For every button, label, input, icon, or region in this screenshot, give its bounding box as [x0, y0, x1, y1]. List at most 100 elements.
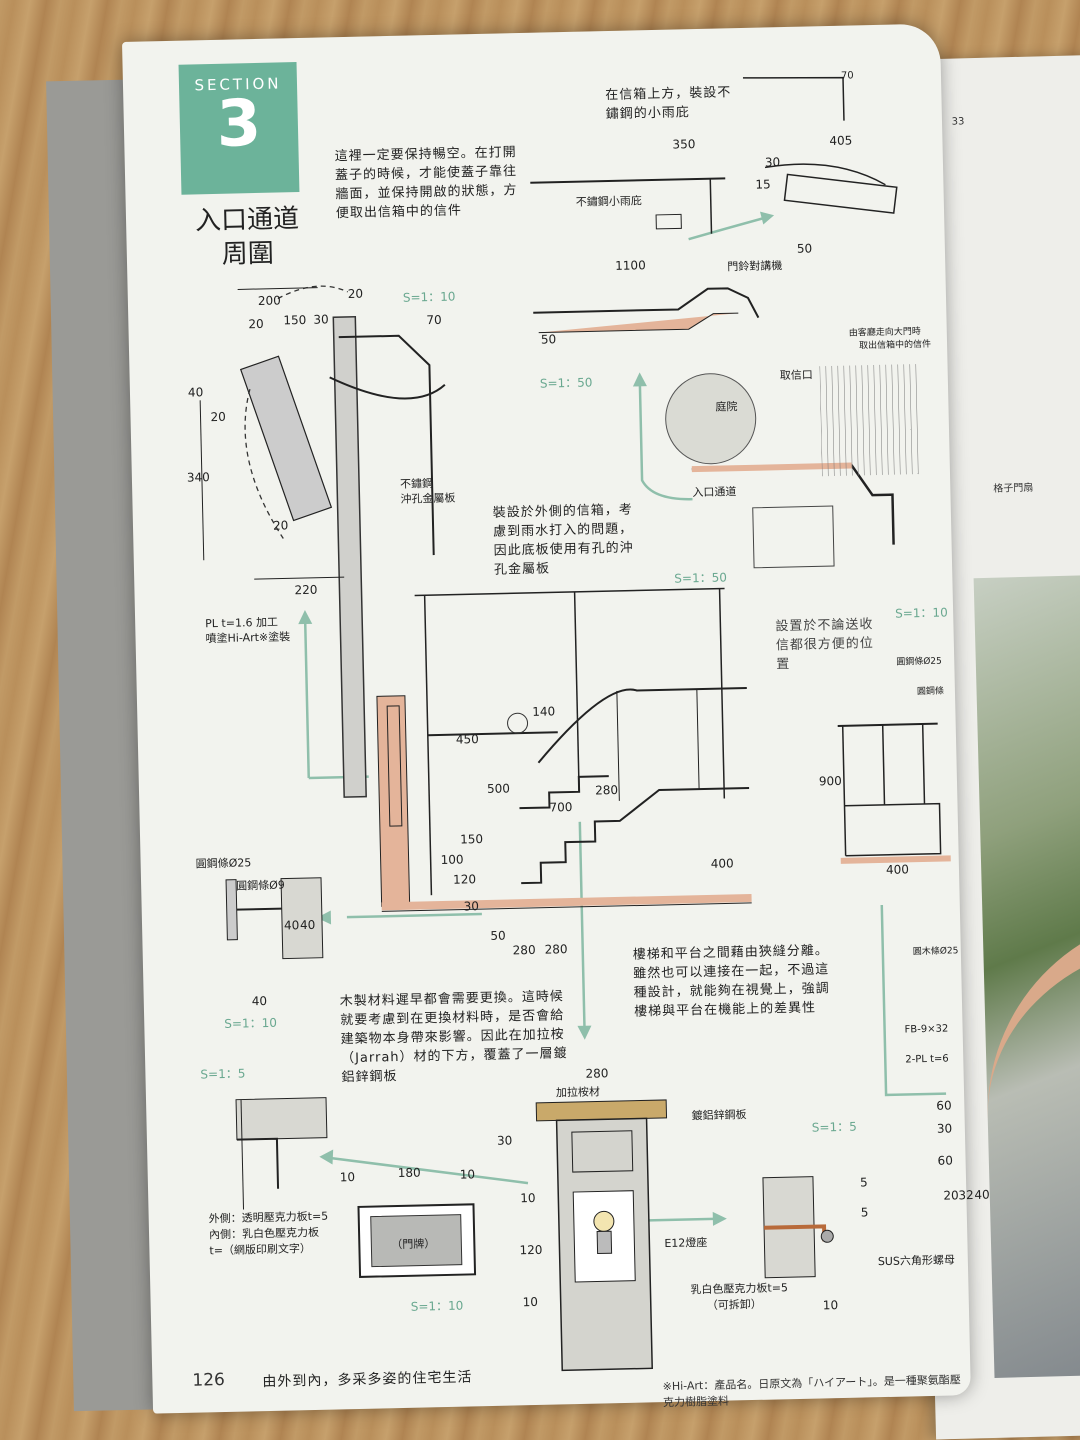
door-plate-detail	[357, 1203, 477, 1278]
label-small-canopy: 不鏽鋼小雨庇	[575, 194, 642, 209]
label-rp-fb: FB-9×32	[904, 1023, 949, 1036]
dim: 150	[283, 312, 307, 328]
dim: 70	[840, 70, 854, 82]
label-lever-2: 取出信箱中的信件	[858, 339, 932, 352]
lamp-post-detail	[535, 1099, 668, 1372]
dim: 400	[710, 856, 734, 871]
label-sus-nut: SUS六角形螺母	[877, 1253, 956, 1269]
dim: 1100	[615, 258, 646, 273]
note-mailbox-top: 在信箱上方，裝設不鏽鋼的小雨庇	[605, 85, 732, 123]
label-entry-path: 入口通道	[692, 485, 737, 500]
scale-label: S=1：50	[539, 375, 593, 391]
label-jarrah: 加拉桉材	[555, 1085, 601, 1100]
scale-label: S=1：50	[674, 570, 728, 586]
dim: 350	[672, 137, 696, 152]
label-rp-round: 圓木條Ø25	[912, 946, 959, 958]
railing-elevation-drawing	[837, 722, 951, 864]
dim: 10	[459, 1167, 476, 1182]
dim: 220	[294, 582, 318, 598]
dim: 20	[943, 1188, 959, 1203]
round-bar-detail	[225, 877, 324, 960]
note-position: 設置於不論送收信都很方便的位置	[775, 617, 875, 673]
dim: 20	[347, 286, 364, 301]
dim: 140	[532, 704, 556, 719]
rp-label: 格子門扇	[993, 482, 1034, 495]
label-round-bar-9: 圓鋼條Ø9	[236, 878, 285, 893]
dim: 405	[829, 133, 853, 148]
dim: 180	[397, 1165, 421, 1181]
note-outside-mailbox: 裝設於外側的信箱，考慮到雨水打入的問題，因此底板使用有孔的沖孔金屬板	[492, 502, 634, 578]
dim: 900	[818, 773, 843, 789]
arrow-to-bar	[346, 912, 482, 919]
rp-dim: 33	[951, 116, 965, 128]
dim: 280	[585, 1066, 609, 1081]
dim: 10	[522, 1294, 539, 1310]
dim: 280	[512, 942, 536, 958]
scale-label: S=1：5	[811, 1119, 857, 1135]
dim: 20	[272, 518, 289, 533]
scale-label: S=1：10	[402, 289, 456, 305]
dim: 40	[283, 918, 300, 933]
arrow-up-left	[303, 617, 310, 778]
arrow-down	[578, 821, 586, 1032]
scale-label: S=1：10	[895, 605, 948, 621]
dim: 5	[859, 1175, 868, 1190]
dim: 30	[936, 1121, 953, 1136]
scale-label: S=1：5	[200, 1066, 246, 1082]
dim: 30	[313, 312, 329, 327]
label-milky-acrylic-2: （可拆卸）	[706, 1297, 762, 1313]
dim: 50	[796, 241, 813, 256]
dim: 60	[937, 1153, 954, 1168]
dim: 450	[455, 732, 479, 747]
dim: 120	[519, 1242, 543, 1258]
dim: 150	[460, 832, 484, 847]
note-wood: 木製材料遲早都會需要更換。這時候就要考慮到在更換材料時，是否會給建築物本身帶來影…	[339, 989, 568, 1086]
label-perforated: 沖孔金屬板	[400, 491, 456, 506]
dim: 40	[299, 917, 316, 933]
dim: 40	[974, 1187, 990, 1202]
arrow-to-plan	[638, 380, 693, 501]
dim: 10	[822, 1298, 839, 1313]
label-pl-spec-2: 噴塗Hi-Art※塗裝	[205, 630, 291, 646]
dim: 400	[885, 862, 910, 877]
dim: 20	[210, 409, 226, 425]
label-rp-flat: 圓鋼條	[916, 686, 945, 698]
dim: 10	[339, 1170, 356, 1185]
dim: 200	[257, 293, 281, 308]
dim: 280	[544, 942, 568, 957]
label-galvalume: 鍍鋁鋅鋼板	[691, 1108, 747, 1123]
dim: 70	[426, 312, 442, 328]
label-door-plate: （門牌）	[391, 1237, 436, 1252]
dim: 700	[549, 799, 573, 815]
label-intercom: 門鈴對講機	[727, 259, 783, 274]
dim: 30	[496, 1133, 513, 1148]
dim: 500	[486, 781, 511, 796]
acrylic-detail	[235, 1097, 328, 1210]
dim: 40	[251, 993, 268, 1009]
dim: 30	[764, 155, 781, 170]
dim: 15	[755, 177, 771, 192]
dim: 100	[440, 852, 464, 867]
arrow-to-canopy	[688, 216, 767, 241]
stair-section-drawing	[376, 587, 752, 912]
dim: 280	[594, 782, 619, 798]
dim: 340	[186, 470, 210, 485]
dim: 120	[452, 872, 477, 887]
arrow-heads	[298, 211, 775, 1226]
dim: 60	[936, 1098, 952, 1113]
scale-label: S=1：10	[410, 1298, 464, 1314]
dim: 20	[248, 316, 264, 332]
label-rp-pl: 2-PL t=6	[905, 1053, 949, 1066]
note-stairs: 樓梯和平台之間藉由狹縫分離。雖然也可以連接在一起，不過這種設計，就能夠在視覺上，…	[632, 943, 830, 1020]
arrow-to-nut	[648, 1217, 719, 1222]
arrow-to-acrylic	[327, 1156, 529, 1185]
book-page: SECTION 3 入口通道 周圍	[122, 23, 990, 1414]
dim: 40	[187, 385, 204, 400]
label-screen-print: t=（網版印刷文字）	[209, 1242, 312, 1258]
label-milky-acrylic-1: 乳白色壓克力板t=5	[690, 1281, 789, 1297]
page-number: 126	[192, 1370, 226, 1391]
label-rp-bar: 圓鋼條Ø25	[896, 656, 942, 668]
dim: 5	[860, 1205, 869, 1220]
scale-label: S=1：10	[224, 1015, 278, 1031]
label-lamp-base: E12燈座	[664, 1236, 708, 1251]
